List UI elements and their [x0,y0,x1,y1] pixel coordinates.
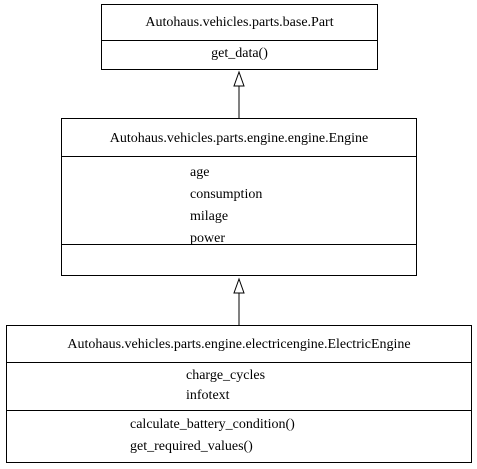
class-part-name: Autohaus.vehicles.parts.base.Part [145,15,334,30]
class-engine: Autohaus.vehicles.parts.engine.engine.En… [61,118,417,276]
method-get-required-values: get_required_values() [130,439,253,454]
class-electric-engine: Autohaus.vehicles.parts.engine.electrice… [6,325,472,463]
class-electric-engine-attributes: charge_cycles infotext [7,362,471,410]
attribute-consumption: consumption [190,187,263,202]
edge-electricengine-to-engine [233,277,245,325]
class-electric-engine-name: Autohaus.vehicles.parts.engine.electrice… [67,337,411,352]
method-get-data: get_data() [211,46,268,61]
class-part-methods: get_data() [102,40,377,71]
class-part: Autohaus.vehicles.parts.base.Part get_da… [101,4,378,70]
method-calculate-battery-condition: calculate_battery_condition() [130,417,295,432]
attribute-age: age [190,165,210,180]
class-engine-name: Autohaus.vehicles.parts.engine.engine.En… [109,131,369,146]
class-electric-engine-methods: calculate_battery_condition() get_requir… [7,410,471,462]
class-engine-attributes: age consumption milage power [62,156,416,246]
attribute-milage: milage [190,209,229,224]
class-engine-methods [62,244,416,275]
attribute-power: power [190,231,225,246]
attribute-infotext: infotext [186,388,230,403]
attribute-charge-cycles: charge_cycles [186,368,266,383]
edge-engine-to-part [233,70,245,118]
